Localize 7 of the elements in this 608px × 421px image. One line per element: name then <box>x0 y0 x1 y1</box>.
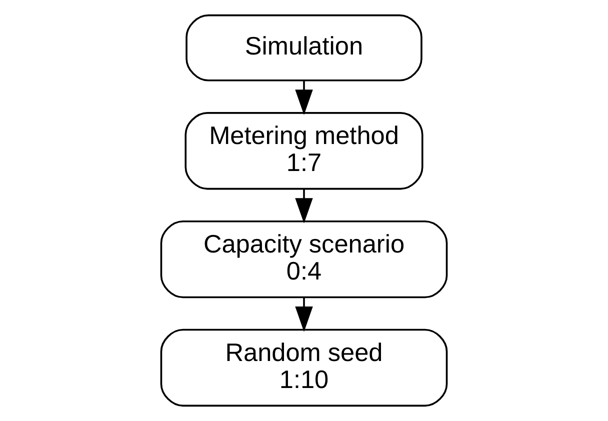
node-box: Metering method 1:7 <box>184 112 424 190</box>
node-box: Capacity scenario 0:4 <box>160 220 448 298</box>
arrow <box>295 298 313 332</box>
node-box: Simulation <box>186 14 422 82</box>
arrow <box>295 80 313 115</box>
node-box: Random seed 1:10 <box>160 328 448 407</box>
arrow <box>295 189 313 224</box>
